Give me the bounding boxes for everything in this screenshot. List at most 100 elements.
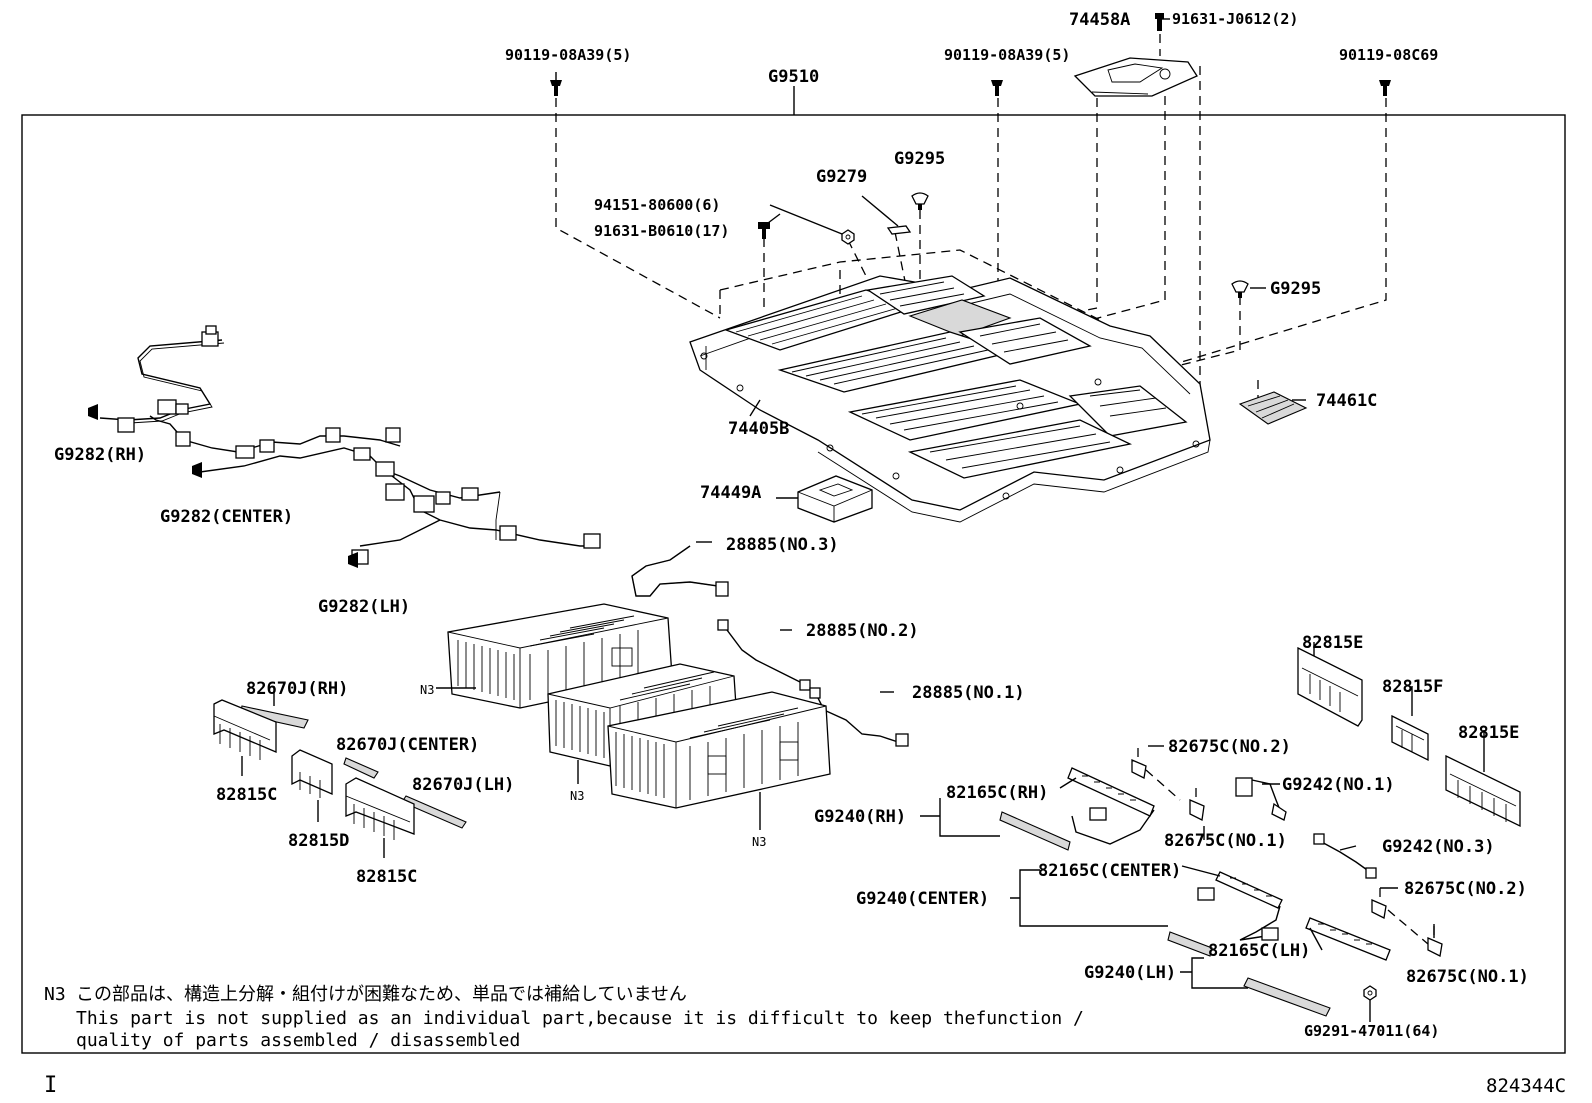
cable-28885-no2 [717, 619, 811, 691]
cover-82815c-a-icon [213, 699, 277, 760]
label-tray-74405b: 74405B [728, 419, 789, 439]
connector-g9242-no1-icon [1235, 777, 1287, 821]
label-g9240-center: G9240(CENTER) [856, 889, 989, 909]
label-cable-no3: 28885(NO.3) [726, 535, 839, 555]
label-main-assembly: G9510 [768, 67, 819, 87]
label-g9295-b: G9295 [1270, 279, 1321, 299]
label-g9242-no3: G9242(NO.3) [1382, 837, 1495, 857]
connector-g9242-no3-icon [1313, 833, 1377, 879]
terminal-82675c-no1-a-icon [1189, 788, 1205, 821]
busbar-82165c-center-icon [1197, 871, 1283, 941]
terminal-82675c-no2-a-icon [1131, 748, 1147, 779]
label-term-82675c-no2-b: 82675C(NO.2) [1404, 879, 1527, 899]
bolt-top-right-icon [1379, 80, 1391, 96]
label-plate-82670j-center: 82670J(CENTER) [336, 735, 479, 755]
page-mark: I [44, 1073, 57, 1098]
label-term-82675c-no2-a: 82675C(NO.2) [1168, 737, 1291, 757]
label-plate-82670j-rh: 82670J(RH) [246, 679, 348, 699]
label-g9240-lh: G9240(LH) [1084, 963, 1176, 983]
busbar-82165c-lh-icon [1305, 917, 1391, 961]
assembly-frame [21, 114, 1566, 1054]
label-bolt-top-left: 90119-08A39(5) [505, 46, 631, 64]
label-cover-82815c-b: 82815C [356, 867, 417, 887]
cover-82815e-a-icon [1297, 646, 1363, 727]
figure-id: 824344C [1486, 1075, 1566, 1097]
label-cover-82815f: 82815F [1382, 677, 1443, 697]
label-term-82675c-no1-a: 82675C(NO.1) [1164, 831, 1287, 851]
dash-bolt-right [1095, 98, 1387, 389]
dash-82675c-b [1387, 909, 1429, 945]
nut-94151-icon [841, 229, 855, 245]
note-japanese: この部品は、構造上分解・組付けが困難なため、単品では補給していません [76, 984, 687, 1005]
leader-lines [696, 18, 1435, 989]
label-cable-no1: 28885(NO.1) [912, 683, 1025, 703]
cover-82815f-icon [1391, 714, 1429, 762]
terminal-82675c-no2-b-icon [1371, 888, 1387, 919]
label-plate-82670j-lh: 82670J(LH) [412, 775, 514, 795]
label-n3-c: N3 [752, 835, 766, 849]
cable-28885-no3 [631, 545, 729, 597]
footnote: N3 この部品は、構造上分解・組付けが困難なため、単品では補給していません Th… [44, 984, 1084, 1051]
label-cover-82815c-a: 82815C [216, 785, 277, 805]
wire-harness-assembly [88, 325, 601, 568]
label-nut-94151: 94151-80600(6) [594, 196, 720, 214]
label-bus-82165c-center: 82165C(CENTER) [1038, 861, 1181, 881]
dash-82675c-a [1145, 769, 1181, 801]
labels: G9510 90119-08A39(5) 90119-08A39(5) 9011… [54, 10, 1529, 1040]
label-g9295-a: G9295 [894, 149, 945, 169]
label-pad-74449a: 74449A [700, 483, 761, 503]
label-bolt-top-mid: 90119-08A39(5) [944, 46, 1070, 64]
label-g9279: G9279 [816, 167, 867, 187]
battery-module-c [607, 691, 831, 809]
note-marker: N3 [44, 984, 66, 1005]
bolt-top-left-icon [550, 72, 562, 96]
label-bracket-74458a: 74458A [1069, 10, 1130, 30]
busbar-82165c-rh-icon [1067, 767, 1155, 845]
busbar-82165c-rh-lower [999, 811, 1071, 851]
label-g9242-no1: G9242(NO.1) [1282, 775, 1395, 795]
bolt-top-mid-icon [991, 80, 1003, 96]
busbar-82165c-center-lower [1167, 931, 1213, 957]
plate-82670j-center-icon [343, 757, 379, 779]
label-cable-no2: 28885(NO.2) [806, 621, 919, 641]
label-n3-b: N3 [570, 789, 584, 803]
dash-g9279 [894, 231, 907, 287]
cover-74461c-icon [1238, 391, 1308, 425]
label-screw-91631-j0612: 91631-J0612(2) [1172, 10, 1298, 28]
label-cover-82815e-b: 82815E [1458, 723, 1519, 743]
pad-74449a-icon [797, 475, 873, 523]
label-cover-82815e-a: 82815E [1302, 633, 1363, 653]
label-bolt-top-right: 90119-08C69 [1339, 46, 1438, 64]
cover-82815d-icon [291, 749, 333, 798]
label-g9240-rh: G9240(RH) [814, 807, 906, 827]
label-nut-g9291: G9291-47011(64) [1304, 1022, 1439, 1040]
label-bus-82165c-rh: 82165C(RH) [946, 783, 1048, 803]
cover-82815c-b-icon [345, 777, 415, 840]
g9279-icon [886, 225, 912, 235]
label-harness-center: G9282(CENTER) [160, 507, 293, 527]
label-n3-a: N3 [420, 683, 434, 697]
busbar-82165c-lh-lower [1243, 977, 1331, 1017]
label-term-82675c-no1-b: 82675C(NO.1) [1406, 967, 1529, 987]
bolt-91631-b0610-icon [758, 222, 770, 239]
bracket-74458a-icon [1073, 57, 1198, 97]
cover-82815e-b-icon [1445, 754, 1521, 828]
label-harness-rh: G9282(RH) [54, 445, 146, 465]
terminal-82675c-no1-b-icon [1427, 926, 1443, 957]
label-cover-82815d: 82815D [288, 831, 349, 851]
nut-g9291-icon [1363, 985, 1377, 1022]
dash-g9295-b [1129, 296, 1241, 379]
label-harness-lh: G9282(LH) [318, 597, 410, 617]
label-bus-82165c-lh: 82165C(LH) [1208, 941, 1310, 961]
dash-nut-94151 [847, 239, 873, 289]
screw-91631-j0612-icon [1155, 13, 1164, 31]
label-cover-74461c: 74461C [1316, 391, 1377, 411]
note-english-line2: quality of parts assembled / disassemble… [76, 1030, 520, 1051]
clip-g9295-b-icon [1231, 280, 1249, 298]
clip-g9295-a-icon [911, 192, 929, 210]
battery-tray-74405b [689, 249, 1211, 523]
label-bolt-91631-b0610: 91631-B0610(17) [594, 222, 729, 240]
note-english-line1: This part is not supplied as an individu… [76, 1008, 1084, 1029]
